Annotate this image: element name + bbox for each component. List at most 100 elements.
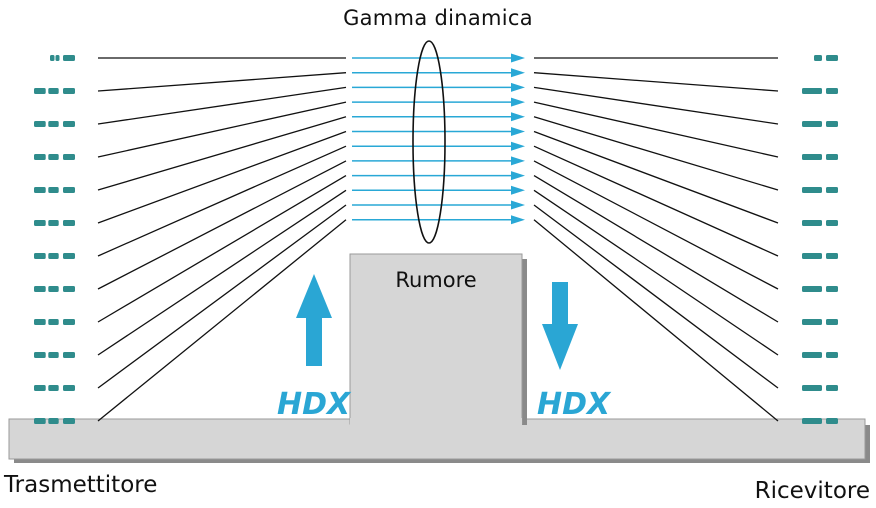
tx-level-line bbox=[97, 116, 347, 191]
rx-scale-digit bbox=[802, 385, 822, 391]
rx-scale-digit bbox=[802, 88, 822, 94]
tx-scale-unit bbox=[63, 418, 75, 424]
rx-scale-digit bbox=[802, 121, 822, 127]
rx-level-line bbox=[533, 116, 779, 191]
tx-scale-digit bbox=[34, 220, 46, 226]
tx-scale-mark bbox=[50, 55, 75, 61]
rx-scale-mark bbox=[814, 55, 838, 61]
rx-scale-mark bbox=[802, 88, 838, 94]
tx-scale-digit bbox=[34, 88, 46, 94]
rx-scale-digit bbox=[802, 352, 822, 358]
rx-scale-mark bbox=[802, 418, 838, 424]
tx-scale-digit bbox=[34, 187, 46, 193]
rx-scale-digit bbox=[802, 286, 822, 292]
rx-scale-mark bbox=[802, 319, 838, 325]
rx-scale-unit bbox=[826, 220, 838, 226]
tx-scale-unit bbox=[63, 55, 75, 61]
hdx-down-arrow-icon bbox=[542, 282, 578, 370]
tx-scale-digit bbox=[34, 352, 46, 358]
receiver-scale bbox=[802, 55, 838, 424]
signal-arrowhead-icon bbox=[511, 156, 525, 166]
rx-scale-unit bbox=[826, 253, 838, 259]
rx-scale-mark bbox=[802, 385, 838, 391]
tx-level-line bbox=[97, 86, 347, 125]
rx-scale-unit bbox=[826, 55, 838, 61]
noise-block bbox=[349, 253, 523, 425]
rx-level-line bbox=[533, 86, 779, 125]
rx-scale-mark bbox=[802, 286, 838, 292]
tx-scale-digit bbox=[48, 121, 59, 127]
tx-scale-unit bbox=[63, 385, 75, 391]
rx-level-line bbox=[533, 72, 779, 92]
rx-scale-unit bbox=[826, 286, 838, 292]
tx-scale-unit bbox=[63, 253, 75, 259]
signal-arrowhead-icon bbox=[511, 68, 525, 78]
tx-level-line bbox=[97, 175, 347, 323]
tx-scale-unit bbox=[63, 154, 75, 160]
tx-scale-mark bbox=[34, 286, 75, 292]
tx-scale-digit bbox=[50, 55, 55, 61]
hdx-right-label: HDX bbox=[537, 387, 612, 422]
tx-level-line bbox=[97, 145, 347, 257]
hdx-up-arrow-icon bbox=[296, 274, 332, 366]
tx-scale-unit bbox=[63, 187, 75, 193]
tx-scale-digit bbox=[48, 352, 59, 358]
rx-level-line bbox=[533, 189, 779, 356]
rx-scale-unit bbox=[826, 319, 838, 325]
tx-level-line bbox=[97, 130, 347, 224]
tx-scale-mark bbox=[34, 352, 75, 358]
rx-scale-digit bbox=[802, 187, 822, 193]
tx-scale-digit bbox=[48, 385, 59, 391]
tx-scale-unit bbox=[63, 121, 75, 127]
tx-level-line bbox=[97, 219, 347, 422]
tx-scale-mark bbox=[34, 220, 75, 226]
tx-scale-digit bbox=[34, 121, 46, 127]
tx-scale-digit bbox=[48, 418, 59, 424]
tx-scale-mark bbox=[34, 253, 75, 259]
tx-level-line bbox=[97, 101, 347, 158]
tx-scale-digit bbox=[48, 220, 59, 226]
tx-scale-mark bbox=[34, 187, 75, 193]
hdx-left-label: HDX bbox=[277, 387, 352, 422]
tx-level-line bbox=[97, 189, 347, 356]
tx-scale-unit bbox=[63, 319, 75, 325]
signal-arrowhead-icon bbox=[511, 200, 525, 210]
tx-scale-digit bbox=[48, 286, 59, 292]
signal-arrowhead-icon bbox=[511, 112, 525, 122]
tx-scale-mark bbox=[34, 121, 75, 127]
tx-scale-digit bbox=[48, 253, 59, 259]
rx-scale-digit bbox=[802, 220, 822, 226]
rx-level-line bbox=[533, 204, 779, 389]
tx-scale-digit bbox=[48, 187, 59, 193]
receiver-label: Ricevitore bbox=[754, 478, 870, 504]
rx-scale-unit bbox=[826, 88, 838, 94]
rx-level-line bbox=[533, 160, 779, 290]
rx-scale-digit bbox=[802, 319, 822, 325]
tx-scale-digit bbox=[34, 154, 46, 160]
signal-arrowhead-icon bbox=[511, 171, 525, 181]
rx-level-line bbox=[533, 130, 779, 224]
tx-level-line bbox=[97, 204, 347, 389]
tx-scale-digit bbox=[48, 88, 59, 94]
rx-scale-unit bbox=[826, 121, 838, 127]
rx-scale-mark bbox=[802, 220, 838, 226]
tx-level-line bbox=[97, 72, 347, 92]
tx-scale-digit bbox=[34, 319, 46, 325]
signal-arrowhead-icon bbox=[511, 215, 525, 225]
signal-arrowhead-icon bbox=[511, 185, 525, 195]
tx-scale-digit bbox=[48, 154, 59, 160]
tx-scale-digit bbox=[34, 385, 46, 391]
rx-scale-mark bbox=[802, 121, 838, 127]
noise-label: Rumore bbox=[395, 268, 477, 292]
tx-scale-unit bbox=[63, 286, 75, 292]
tx-scale-mark bbox=[34, 418, 75, 424]
signal-arrowhead-icon bbox=[511, 141, 525, 151]
rx-scale-mark bbox=[802, 253, 838, 259]
rx-scale-mark bbox=[802, 187, 838, 193]
tx-scale-digit bbox=[34, 286, 46, 292]
rx-scale-mark bbox=[802, 352, 838, 358]
signal-arrowhead-icon bbox=[511, 53, 525, 63]
rx-scale-digit bbox=[814, 55, 822, 61]
dynamic-range-ellipse bbox=[412, 40, 446, 244]
